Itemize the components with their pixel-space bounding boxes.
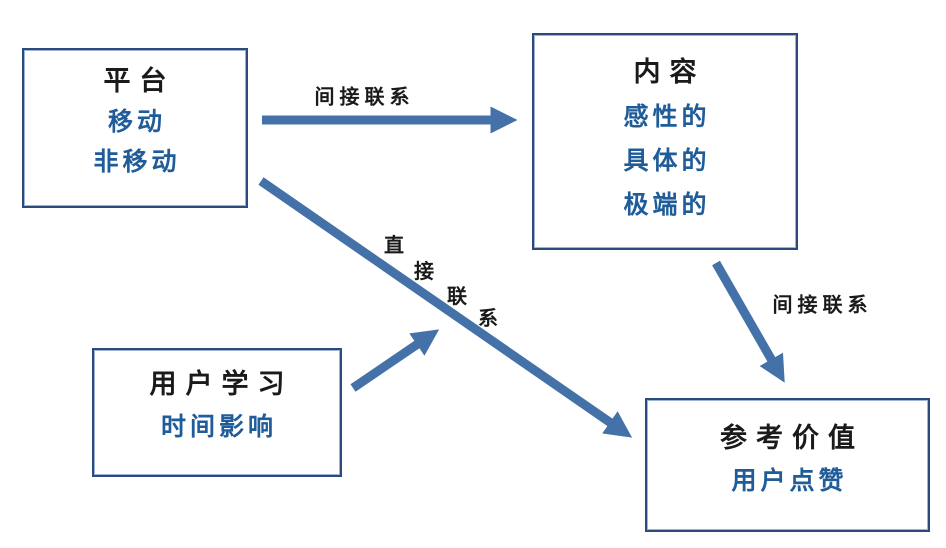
user-learning-line-time: 时间影响 (160, 412, 277, 441)
content-title: 内容 (633, 57, 706, 88)
content-line-concrete: 具体的 (623, 146, 711, 175)
content-line-extreme: 极端的 (623, 190, 711, 219)
label-direct-link-char-2: 接 (414, 259, 434, 283)
label-indirect-link-top: 间接联系 (314, 84, 415, 109)
platform-box: 平台 移动 非移动 (22, 48, 248, 208)
reference-value-title: 参考价值 (720, 423, 864, 454)
platform-line-mobile: 移动 (107, 107, 166, 136)
reference-value-line-likes: 用户点赞 (731, 466, 848, 495)
platform-title: 平台 (103, 66, 176, 97)
user-learning-box: 用户学习 时间影响 (92, 348, 342, 477)
user-learning-title: 用户学习 (149, 369, 294, 400)
label-direct-link-char-1: 直 (384, 233, 404, 257)
content-box: 内容 感性的 具体的 极端的 (532, 33, 798, 250)
reference-value-box: 参考价值 用户点赞 (645, 398, 930, 532)
platform-line-non-mobile: 非移动 (93, 147, 181, 176)
label-indirect-link-right: 间接联系 (772, 292, 873, 317)
content-line-emotional: 感性的 (623, 102, 711, 131)
label-direct-link-char-3: 联 (447, 284, 467, 308)
arrow-user-learning-to-link (350, 329, 440, 392)
label-direct-link-char-4: 系 (478, 306, 498, 330)
